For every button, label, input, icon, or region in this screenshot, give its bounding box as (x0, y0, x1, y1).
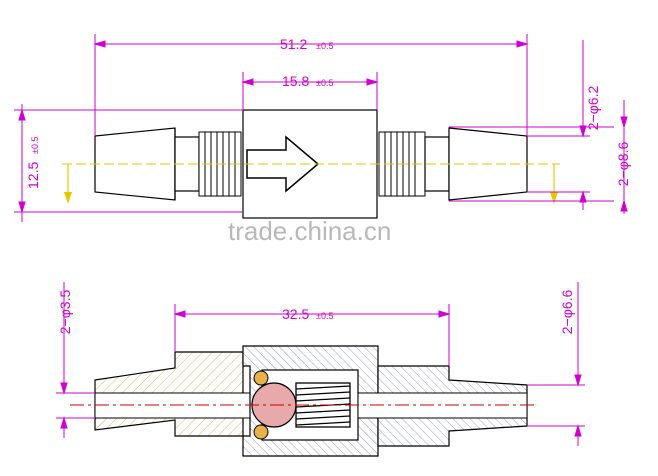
dim-left-bore (56, 282, 95, 438)
section-length-value: 32.5 (282, 306, 309, 322)
dia-right-section: 2−φ6.6 (559, 290, 575, 335)
dia-right-large: 2−φ8.6 (615, 142, 631, 187)
watermark: trade.china.cn (228, 216, 391, 246)
axis-arrow-left-icon (64, 192, 72, 204)
dim-right-diameters (449, 40, 628, 214)
bore-left-dia: 2−φ3.5 (57, 290, 73, 335)
axis-arrow-right-icon (550, 192, 558, 204)
height-value: 12.5 (25, 162, 41, 189)
dim-body-length (241, 72, 379, 110)
dim-section-length (173, 304, 451, 366)
dia-right-small: 2−φ6.2 (585, 86, 601, 131)
flow-arrow (246, 135, 320, 193)
overall-length-value: 51.2 (280, 36, 307, 52)
oring-top (253, 370, 269, 386)
dim-height (14, 104, 243, 222)
overall-length-tolerance: ±0.5 (316, 41, 333, 51)
dim-right-dia (527, 282, 585, 446)
body-length-value: 15.8 (282, 73, 309, 89)
height-tolerance: ±0.5 (30, 137, 40, 154)
section-view: 32.5 ±0.5 2−φ3.5 2−φ6.6 (56, 282, 585, 457)
body-length-tolerance: ±0.5 (316, 78, 333, 88)
top-view: 51.2 ±0.5 15.8 ±0.5 12.5 ±0.5 (14, 34, 631, 222)
section-length-tolerance: ±0.5 (316, 311, 333, 321)
oring-bottom (253, 424, 269, 440)
dim-overall-length (93, 34, 529, 136)
